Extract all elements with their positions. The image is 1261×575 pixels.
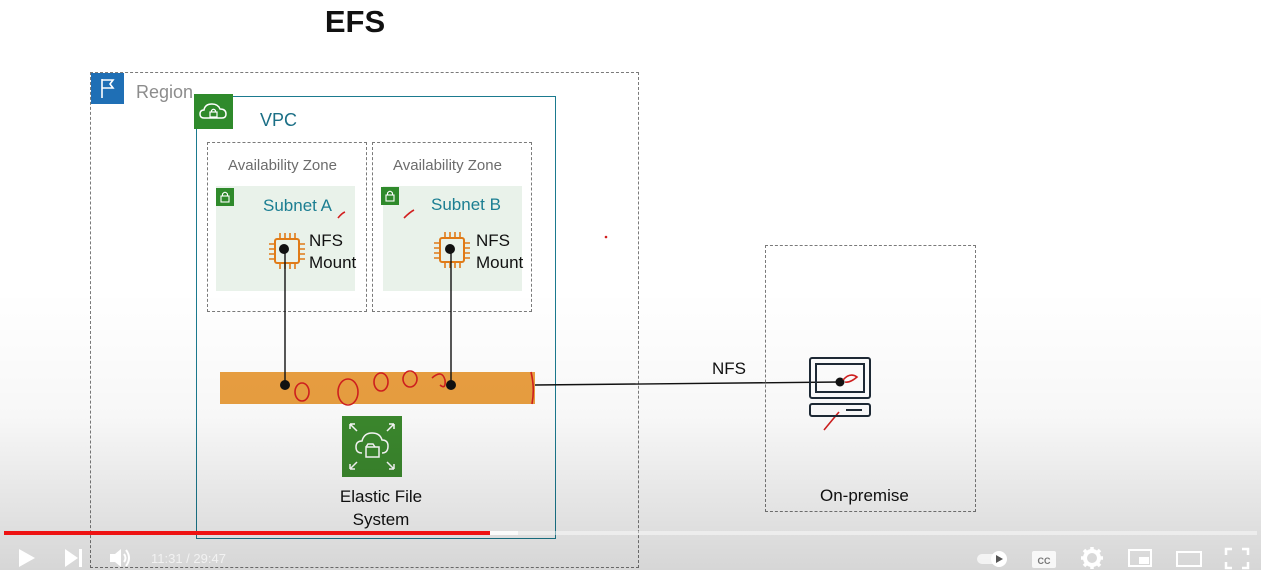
fullscreen-button[interactable] xyxy=(1223,547,1251,570)
next-icon xyxy=(65,549,82,567)
efs-network-bar xyxy=(220,372,535,404)
vpc-label: VPC xyxy=(260,110,298,130)
progress-bar[interactable] xyxy=(4,531,1257,535)
subnet-b-label: Subnet B xyxy=(431,195,501,214)
miniplayer-button[interactable] xyxy=(1126,547,1154,570)
autoplay-toggle-icon xyxy=(977,551,1007,567)
mount-target-b-label: NFS Mount xyxy=(476,231,524,272)
captions-button[interactable]: CC xyxy=(1030,548,1058,570)
mount-target-a-icon xyxy=(267,231,307,271)
settings-icon xyxy=(1081,547,1103,569)
region-box xyxy=(90,72,639,568)
next-button[interactable] xyxy=(61,546,87,570)
theater-mode-button[interactable] xyxy=(1174,547,1204,570)
captions-icon: CC xyxy=(1032,551,1056,568)
volume-button[interactable] xyxy=(107,546,135,570)
autoplay-toggle[interactable] xyxy=(975,549,1011,569)
volume-icon xyxy=(110,549,130,567)
play-button[interactable] xyxy=(14,546,40,570)
client-computer-icon xyxy=(806,356,874,420)
play-icon xyxy=(19,549,35,567)
nfs-link-label: NFS xyxy=(712,359,746,378)
theater-icon xyxy=(1176,551,1202,567)
subnet-a-label: Subnet A xyxy=(263,196,333,215)
availability-zone-right xyxy=(372,142,532,312)
region-flag-icon xyxy=(91,73,124,104)
subnet-a-lock-icon xyxy=(216,188,234,206)
page-title: EFS xyxy=(324,4,386,39)
elastic-file-system-label: Elastic File System xyxy=(339,487,423,529)
elastic-file-system-icon xyxy=(342,416,402,477)
region-label: Region xyxy=(136,82,194,102)
availability-zone-left xyxy=(207,142,367,312)
availability-zone-left-label: Availability Zone xyxy=(228,157,337,174)
mount-target-b-icon xyxy=(432,230,472,270)
svg-text:CC: CC xyxy=(1038,556,1051,566)
time-display: 11:31 / 29:47 xyxy=(151,551,226,566)
miniplayer-icon xyxy=(1128,549,1152,567)
progress-played xyxy=(4,531,490,535)
fullscreen-icon xyxy=(1224,547,1250,570)
mount-target-a-label: NFS Mount xyxy=(309,231,357,272)
availability-zone-right-label: Availability Zone xyxy=(393,157,502,174)
subnet-b-lock-icon xyxy=(381,187,399,205)
on-premise-label: On-premise xyxy=(820,486,909,505)
vpc-box xyxy=(196,96,556,539)
on-premise-box xyxy=(765,245,976,512)
vpc-cloud-icon xyxy=(194,94,233,129)
settings-button[interactable] xyxy=(1079,546,1105,570)
